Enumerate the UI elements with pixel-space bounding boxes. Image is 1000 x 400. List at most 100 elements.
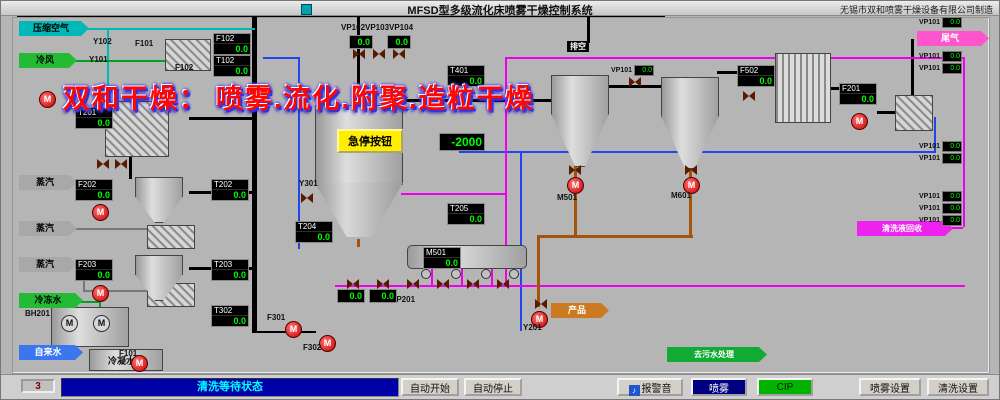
pipe-segment bbox=[689, 197, 692, 237]
pump-icon[interactable]: M bbox=[92, 285, 109, 302]
demister bbox=[895, 95, 933, 131]
emergency-stop-button[interactable]: 急停按钮 bbox=[337, 129, 403, 153]
auto-stop-button[interactable]: 自动停止 bbox=[464, 378, 522, 396]
inlet-arrow: 蒸汽 bbox=[19, 221, 77, 236]
value-display: 0.0 bbox=[337, 289, 365, 303]
pump-icon[interactable]: M bbox=[683, 177, 700, 194]
auto-start-button[interactable]: 自动开始 bbox=[401, 378, 459, 396]
valve-icon bbox=[569, 165, 581, 175]
spray-settings-button[interactable]: 喷雾设置 bbox=[859, 378, 921, 396]
equipment-label: Y101 bbox=[89, 55, 108, 64]
pipe-segment bbox=[401, 193, 505, 195]
cip-mode-button[interactable]: CIP bbox=[757, 378, 813, 396]
pump-icon[interactable]: M bbox=[531, 311, 548, 328]
pump-icon[interactable]: M bbox=[319, 335, 336, 352]
inlet-arrow: 压缩空气 bbox=[19, 21, 89, 36]
pipe-segment bbox=[129, 157, 132, 179]
wheel-icon bbox=[421, 269, 431, 279]
cyclone-stage2 bbox=[135, 177, 183, 223]
pipe-segment bbox=[877, 111, 897, 114]
wheel-icon bbox=[481, 269, 491, 279]
pipe-segment bbox=[63, 60, 167, 62]
valve-icon bbox=[685, 165, 697, 175]
pipe-segment bbox=[357, 17, 360, 107]
alarm-sound-button[interactable]: ♪报警音 bbox=[617, 378, 683, 396]
equipment-label: F302 bbox=[303, 343, 322, 352]
equipment-label: 排空 bbox=[567, 41, 589, 52]
flow-arrow: 去污水处理 bbox=[667, 347, 767, 362]
wheel-icon bbox=[509, 269, 519, 279]
pipe-segment bbox=[63, 228, 149, 230]
pipe-segment bbox=[911, 39, 914, 97]
value-display: 0.0 bbox=[349, 35, 373, 49]
pump-icon[interactable]: M bbox=[851, 113, 868, 130]
equipment-label: F101 bbox=[135, 39, 154, 48]
pipe-segment bbox=[107, 30, 109, 104]
valve-icon bbox=[407, 279, 419, 289]
pump-icon[interactable]: M bbox=[285, 321, 302, 338]
valve-icon bbox=[373, 49, 385, 59]
flow-arrow: 产品 bbox=[551, 303, 609, 318]
equipment-label: Y102 bbox=[93, 37, 112, 46]
equipment-label: VP104 bbox=[389, 23, 414, 32]
alarm-sound-label: 报警音 bbox=[641, 384, 672, 395]
app-icon bbox=[301, 4, 312, 15]
value-display: 0.0 bbox=[387, 35, 411, 49]
manufacturer-label: 无锡市双和喷雾干燥设备有限公司制造 bbox=[839, 5, 993, 15]
value-display: -2000 bbox=[439, 133, 485, 151]
pipe-segment bbox=[934, 117, 936, 153]
pipe-segment bbox=[83, 290, 147, 292]
valve-icon bbox=[437, 279, 449, 289]
valve-icon bbox=[353, 49, 365, 59]
equipment-label: VP103 bbox=[365, 23, 390, 32]
pipe-segment bbox=[431, 269, 433, 287]
clean-settings-button[interactable]: 清洗设置 bbox=[927, 378, 989, 396]
pipe-segment bbox=[574, 195, 577, 237]
condensate-tank-label: 冷凝水箱 bbox=[107, 356, 144, 366]
pipe-segment bbox=[587, 17, 590, 43]
pipe-segment bbox=[75, 28, 255, 30]
pump-icon[interactable]: M bbox=[39, 91, 56, 108]
pipe-segment bbox=[491, 269, 493, 287]
pipe-segment bbox=[520, 151, 522, 331]
inlet-arrow: 自来水 bbox=[19, 345, 83, 360]
inlet-arrow: 蒸汽 bbox=[19, 175, 77, 190]
equipment-label: F301 bbox=[267, 313, 286, 322]
pipe-segment bbox=[99, 301, 101, 311]
bottom-toolbar: 3 清洗等待状态 自动开始 自动停止 ♪报警音 喷雾 CIP 喷雾设置 清洗设置 bbox=[1, 374, 999, 399]
inlet-arrow: 蒸汽 bbox=[19, 257, 77, 272]
cyclone-1 bbox=[551, 75, 609, 167]
agitator-motor: M bbox=[61, 315, 78, 332]
spray-mode-button[interactable]: 喷雾 bbox=[691, 378, 747, 396]
pipe-segment bbox=[335, 285, 965, 287]
condenser bbox=[775, 53, 831, 123]
valve-icon bbox=[347, 279, 359, 289]
pipe-segment bbox=[189, 117, 253, 120]
pump-icon[interactable]: M bbox=[567, 177, 584, 194]
speaker-icon: ♪ bbox=[628, 385, 640, 396]
pipe-segment bbox=[298, 57, 300, 249]
pipe-segment bbox=[252, 13, 257, 333]
valve-icon bbox=[393, 49, 405, 59]
pump-icon[interactable]: M bbox=[131, 355, 148, 372]
pump-icon[interactable]: M bbox=[92, 204, 109, 221]
equipment-label: VP201 bbox=[391, 295, 416, 304]
pipe-segment bbox=[69, 301, 101, 303]
pipe-segment bbox=[537, 235, 693, 238]
